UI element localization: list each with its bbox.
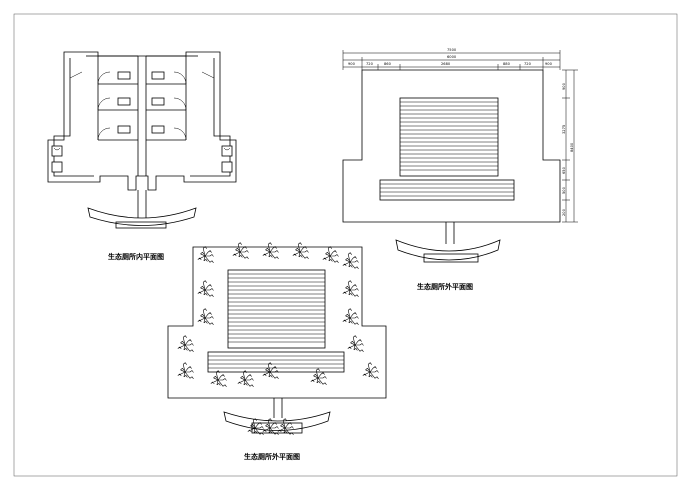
shrub-symbol	[197, 246, 214, 263]
planting-shrubs	[177, 242, 379, 435]
shrub-symbol	[210, 370, 227, 387]
shrub-symbol	[310, 368, 327, 385]
shrub-symbol	[362, 362, 379, 379]
shrub-symbol	[322, 246, 339, 263]
shrub-symbol	[262, 418, 279, 435]
dim-seg-4: 2680	[441, 62, 451, 66]
dim-seg-1: 900	[348, 62, 356, 66]
toilet-fixture	[117, 71, 165, 134]
caption-interior: 生态厕所内平面图	[108, 252, 164, 261]
shrub-symbol	[292, 242, 309, 259]
dimension-top: 7500 6000 900 720 860 2680 880 720 900	[342, 48, 561, 70]
shrub-symbol	[262, 362, 279, 379]
dim-seg-2: 720	[366, 62, 374, 66]
sink-right	[221, 145, 233, 157]
dim-side-1: 900	[562, 82, 566, 90]
caption-exterior-bottom: 生态厕所外平面图	[244, 452, 300, 461]
dim-overall-width: 7500	[447, 48, 457, 52]
exterior-plan-dimensioned: 7500 6000 900 720 860 2680 880 720 900 9…	[342, 48, 578, 263]
shrub-symbol	[342, 308, 359, 325]
shrub-symbol	[237, 370, 254, 387]
dim-side-2: 3275	[562, 125, 566, 134]
dim-seg-3: 860	[384, 62, 392, 66]
stair-hatch	[228, 273, 325, 343]
exterior-plan-landscaped	[167, 242, 387, 435]
sink-left	[51, 145, 63, 157]
shrub-symbol	[262, 242, 279, 259]
sheet-frame	[13, 13, 678, 477]
dim-overall-height: 8400	[570, 142, 574, 152]
dim-side-4: 500	[562, 186, 566, 194]
dimension-side: 900 3275 650 500 200 8400	[562, 69, 578, 223]
interior-plan	[47, 51, 237, 229]
shrub-symbol	[342, 280, 359, 297]
shrub-symbol	[247, 418, 264, 435]
dim-inner-width: 6000	[447, 55, 457, 59]
dim-side-5: 200	[562, 208, 566, 216]
caption-exterior-right: 生态厕所外平面图	[417, 282, 473, 291]
dim-seg-6: 720	[524, 62, 532, 66]
shrub-symbol	[197, 280, 214, 297]
dim-seg-5: 880	[503, 62, 511, 66]
shrub-symbol	[177, 335, 194, 352]
shrub-symbol	[347, 335, 364, 352]
shrub-symbol	[177, 362, 194, 379]
shrub-symbol	[342, 252, 359, 269]
shrub-symbol	[197, 308, 214, 325]
stair-hatch	[400, 101, 498, 171]
dim-seg-7: 900	[545, 62, 553, 66]
dim-side-3: 650	[562, 166, 566, 174]
shrub-symbol	[277, 418, 294, 435]
shrub-symbol	[232, 242, 249, 259]
